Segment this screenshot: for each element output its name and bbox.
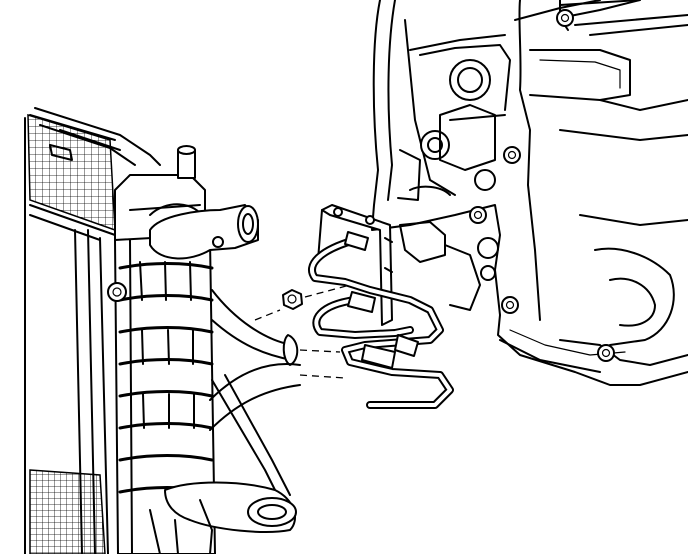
engine-bolt bbox=[501, 296, 519, 314]
lower-radiator-hose bbox=[149, 363, 346, 554]
upper-radiator-hose bbox=[211, 289, 341, 366]
engine-bolt bbox=[469, 206, 487, 224]
cooler-line-bracket bbox=[317, 204, 393, 326]
fastener-nut bbox=[254, 284, 351, 321]
engine-block bbox=[371, 0, 688, 386]
upper-radiator-outlet bbox=[149, 204, 259, 260]
transmission-cooler-lines bbox=[308, 204, 454, 409]
radiator-core-upper bbox=[27, 113, 116, 232]
radiator-core-lower bbox=[29, 469, 106, 554]
radiator bbox=[24, 107, 259, 554]
engine-bolt bbox=[597, 344, 615, 362]
engine-bolt bbox=[503, 146, 521, 164]
engine-bolt bbox=[556, 9, 574, 27]
tank-ribs bbox=[118, 261, 214, 494]
tank-clamp bbox=[107, 282, 127, 302]
